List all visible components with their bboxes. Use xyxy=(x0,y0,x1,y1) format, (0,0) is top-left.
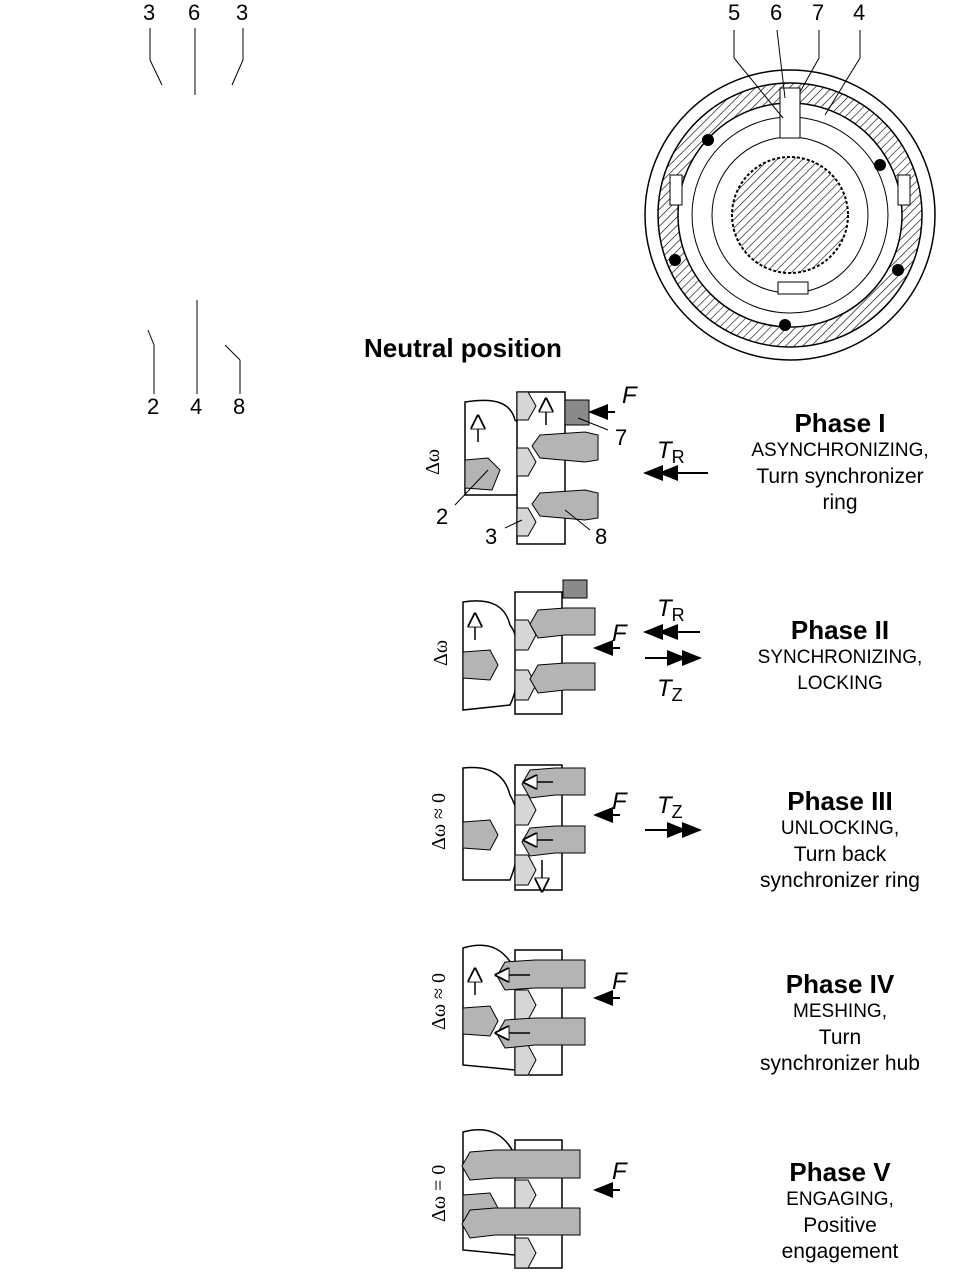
torque-subscript: R xyxy=(671,605,685,625)
phase-3-detail xyxy=(462,764,702,900)
phase-4-line-2: Turn xyxy=(818,1026,862,1049)
phase-5-line-2: Positive xyxy=(803,1214,877,1237)
end-view-label-4: 4 xyxy=(853,0,866,25)
phase-5-line-1: ENGAGING, xyxy=(786,1189,894,1210)
phase-1-name: Phase I xyxy=(794,408,886,438)
torque-symbol: T xyxy=(657,595,672,622)
phase-2-delta-omega: Δω xyxy=(430,639,452,666)
phase-5-line-3: engagement xyxy=(781,1240,899,1263)
phase-5-delta-omega: Δω = 0 xyxy=(428,1164,450,1222)
phase-1-line-3: ring xyxy=(822,491,858,514)
phase-1-delta-omega: Δω xyxy=(422,448,444,475)
torque-symbol: T xyxy=(657,675,672,702)
phase-2-line-2: LOCKING xyxy=(797,673,883,694)
torque-symbol: T xyxy=(657,437,672,464)
phase-4-description: Phase IV MESHING, Turn synchronizer hub xyxy=(725,969,955,1077)
phase-3-name: Phase III xyxy=(787,786,893,816)
part-label-6: 6 xyxy=(188,0,201,25)
phase-1-line-2: Turn synchronizer xyxy=(756,465,924,488)
torque-symbol: T xyxy=(657,792,672,819)
torque-subscript: Z xyxy=(671,685,683,705)
part-label-3-right: 3 xyxy=(236,0,249,25)
phase-4-delta-omega: Δω ≈ 0 xyxy=(428,972,450,1030)
phase-4-detail xyxy=(462,944,620,1076)
phase-2-force-F: F xyxy=(612,620,627,647)
phase-1-torque-TR: TR xyxy=(657,437,685,468)
phase-3-force-F: F xyxy=(612,788,627,815)
phase-1-label-2: 2 xyxy=(436,504,449,529)
phase-1-label-8: 8 xyxy=(595,524,608,549)
leader-lines-neutral xyxy=(147,28,244,394)
synchronizer-assembly-phase-2 xyxy=(0,470,400,830)
phase-2-line-1: SYNCHRONIZING, xyxy=(757,647,923,668)
part-label-3-left: 3 xyxy=(143,0,156,25)
phase-3-description: Phase III UNLOCKING, Turn back synchroni… xyxy=(725,786,955,894)
phase-2-torque-TR: TR xyxy=(657,595,685,626)
phase-5-force-F: F xyxy=(612,1158,627,1185)
part-label-4: 4 xyxy=(190,394,203,419)
phase-2-description: Phase II SYNCHRONIZING, LOCKING xyxy=(725,615,955,697)
phase-5-detail xyxy=(461,1129,620,1269)
phase-2-detail xyxy=(462,579,702,715)
phase-1-force-F: F xyxy=(622,382,637,409)
end-view-label-5: 5 xyxy=(728,0,741,25)
torque-subscript: Z xyxy=(671,802,683,822)
phase-3-line-1: UNLOCKING, xyxy=(780,818,900,839)
phase-1-detail xyxy=(454,391,708,545)
part-label-2: 2 xyxy=(147,394,160,419)
end-view-label-7: 7 xyxy=(812,0,825,25)
phase-1-label-3: 3 xyxy=(485,524,498,549)
phase-4-name: Phase IV xyxy=(785,969,895,999)
phase-5-name: Phase V xyxy=(789,1157,891,1187)
phase-3-line-3: synchronizer ring xyxy=(760,869,920,892)
phase-3-line-2: Turn back xyxy=(793,843,887,866)
phase-2-name: Phase II xyxy=(790,615,890,645)
phase-3-torque-TZ: TZ xyxy=(657,792,683,823)
neutral-position-title: Neutral position xyxy=(364,333,562,363)
synchronizer-end-view xyxy=(644,69,936,361)
end-view-label-6: 6 xyxy=(770,0,783,25)
phase-3-delta-omega: Δω ≈ 0 xyxy=(428,792,450,850)
phase-1-line-1: ASYNCHRONIZING, xyxy=(751,440,929,461)
end-view-leaders xyxy=(733,29,861,119)
phase-1-description: Phase I ASYNCHRONIZING, Turn synchronize… xyxy=(725,408,955,516)
phase-4-line-3: synchronizer hub xyxy=(760,1052,920,1075)
phase-4-force-F: F xyxy=(612,968,627,995)
phase-5-description: Phase V ENGAGING, Positive engagement xyxy=(725,1157,955,1265)
phase-1-label-7: 7 xyxy=(615,425,628,450)
phase-4-line-1: MESHING, xyxy=(793,1001,887,1022)
synchronizer-assembly-phase-4 xyxy=(0,910,400,1273)
part-label-8: 8 xyxy=(233,394,246,419)
torque-subscript: R xyxy=(671,447,685,467)
phase-2-torque-TZ: TZ xyxy=(657,675,683,706)
